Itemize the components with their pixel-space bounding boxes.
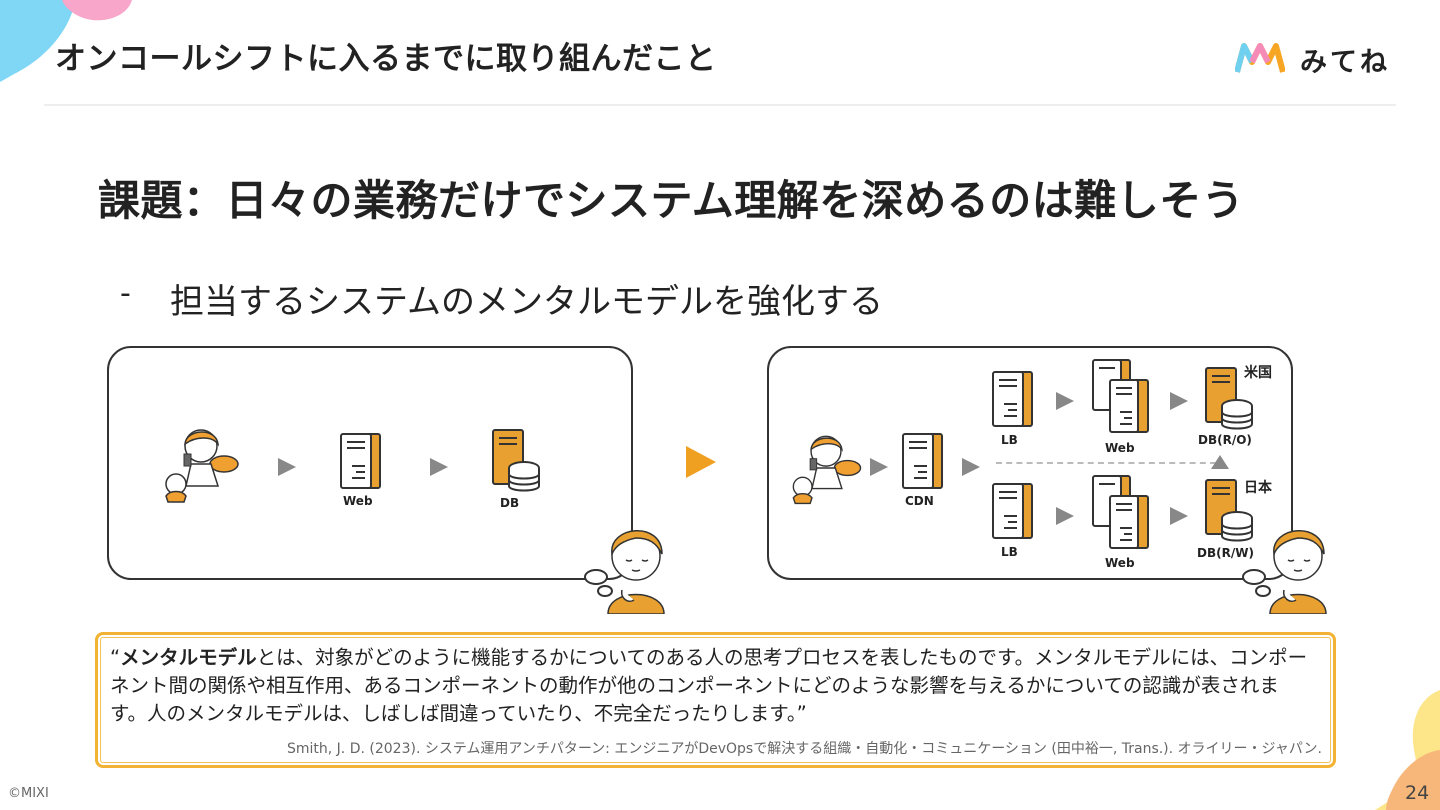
bullet-dash: - (120, 276, 131, 311)
label-web: Web (343, 494, 373, 508)
arrow-right-icon (430, 458, 448, 476)
arrow-right-icon (1056, 507, 1074, 525)
arrow-right-icon (278, 458, 296, 476)
corner-decoration-top-left (0, 0, 132, 82)
slide-title: 課題：日々の業務だけでシステム理解を深めるのは難しそう (98, 176, 1245, 225)
web-server-icon (340, 433, 381, 489)
label-web-top: Web (1105, 441, 1135, 455)
thought-bubble-tail-left (584, 569, 613, 597)
quote-term: メンタルモデル (120, 646, 257, 669)
label-cdn: CDN (905, 494, 934, 508)
bullet-text: 担当するシステムのメンタルモデルを強化する (170, 282, 883, 322)
arrow-right-icon (962, 458, 980, 476)
label-lb-top: LB (1001, 433, 1018, 447)
header-divider (44, 104, 1396, 106)
quote-citation: Smith, J. D. (2023). システム運用アンチパターン: エンジニ… (287, 741, 1322, 757)
replication-arrow-up-icon (1211, 455, 1229, 469)
page-number: 24 (1405, 782, 1430, 804)
lb-server-icon (992, 483, 1033, 539)
quote-close-mark: ” (796, 702, 807, 725)
brand-logo: みてね (1235, 40, 1405, 78)
quote-box (95, 632, 1336, 768)
quote-open-mark: “ (110, 646, 121, 669)
arrow-right-icon (870, 458, 888, 476)
thinking-person-illustration (1269, 529, 1327, 614)
mitene-logo-icon (1235, 43, 1285, 73)
region-divider (996, 462, 1216, 464)
web-servers-stack-icon (1092, 359, 1149, 433)
lb-server-icon (992, 371, 1033, 427)
database-server-icon (1205, 367, 1253, 430)
thought-bubble-tail-right (1242, 569, 1271, 597)
label-db: DB (500, 496, 520, 510)
family-user-illustration (792, 435, 862, 505)
transition-arrow-icon (686, 446, 716, 478)
arrow-right-icon (1170, 507, 1188, 525)
region-label-top: 米国 (1244, 365, 1272, 381)
copyright: ©MIXI (8, 786, 49, 801)
cdn-server-icon (902, 433, 943, 489)
database-server-icon (1205, 479, 1253, 542)
database-server-icon (492, 429, 540, 492)
region-label-bottom: 日本 (1244, 480, 1272, 496)
web-servers-stack-icon (1092, 475, 1149, 549)
label-db-bottom: DB(R/W) (1197, 546, 1254, 560)
family-user-illustration (165, 429, 239, 503)
header-title: オンコールシフトに入るまでに取り組んだこと (55, 41, 717, 77)
quote-text: “メンタルモデルとは、対象がどのように機能するかについてのある人の思考プロセスを… (110, 644, 1315, 728)
arrow-right-icon (1170, 392, 1188, 410)
thinking-person-illustration (607, 529, 665, 614)
quote-body: とは、対象がどのように機能するかについてのある人の思考プロセスを表したものです。… (110, 646, 1308, 725)
corner-decoration-bottom-right (1375, 690, 1440, 810)
label-web-bottom: Web (1105, 556, 1135, 570)
label-db-top: DB(R/O) (1198, 433, 1252, 447)
label-lb-bottom: LB (1001, 545, 1018, 559)
logo-text: みてね (1300, 47, 1390, 78)
arrow-right-icon (1056, 392, 1074, 410)
